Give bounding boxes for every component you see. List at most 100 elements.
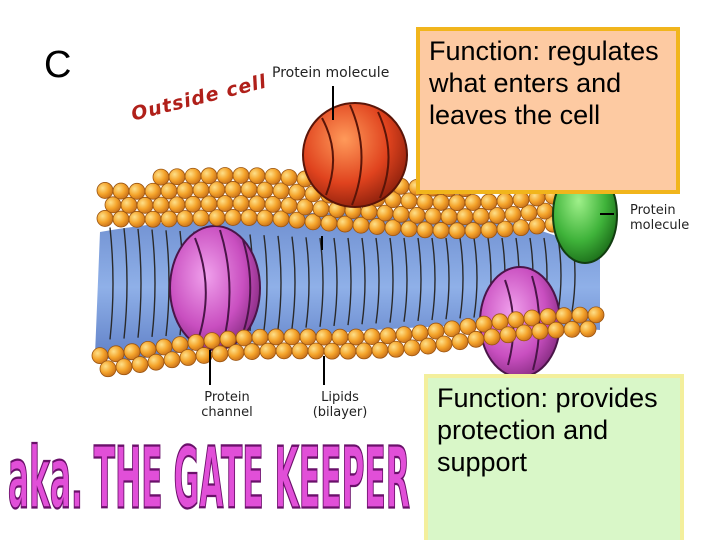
lipid-tail (333, 237, 338, 327)
lipid-head (571, 306, 589, 324)
function-box-protection: Function: provides protection and suppor… (424, 374, 684, 540)
lipid-head (131, 356, 149, 373)
protein-molecule-label-right: Protein molecule (630, 203, 690, 233)
lipid-head (136, 196, 154, 214)
protein-channel-label: Protein channel (201, 390, 253, 420)
lipid-head (280, 169, 298, 186)
gatekeeper-wordart: aka. THE GATE KEEPER (7, 428, 411, 529)
lipid-head (531, 322, 549, 340)
lipid-head (499, 326, 517, 344)
lipid-head (251, 328, 269, 346)
lipid-head (456, 208, 474, 226)
lipid-head (128, 182, 146, 200)
lipid-head (480, 193, 498, 211)
lipid-head (112, 210, 130, 228)
lipid-tail (109, 227, 114, 340)
lipid-head (587, 306, 605, 324)
lipid-head (515, 324, 533, 342)
lipid-head (208, 209, 226, 227)
lipid-head (307, 342, 325, 360)
lipid-head (472, 207, 490, 225)
lipid-head (179, 349, 197, 366)
lipid-head (216, 167, 234, 184)
lipid-head (160, 182, 178, 200)
lipids-bilayer-label: Lipids (bilayer) (312, 390, 368, 420)
lipid-head (299, 328, 317, 346)
lipid-head (96, 182, 114, 199)
lipid-head (267, 328, 285, 346)
lipid-head (232, 195, 250, 212)
lipid-head (291, 342, 309, 360)
lipid-head (555, 307, 573, 325)
lipid-head (216, 195, 234, 212)
lipid-head (547, 321, 565, 339)
lipid-head (448, 222, 466, 240)
lipid-head (331, 328, 349, 346)
lipid-head (323, 342, 341, 360)
lipid-head (355, 342, 373, 360)
lipid-head (160, 210, 178, 228)
lipid-head (128, 210, 146, 228)
lipid-tail (361, 237, 366, 325)
lipid-head (176, 182, 194, 199)
lipid-head (315, 328, 333, 346)
lipid-head (347, 328, 365, 346)
lipid-head (200, 195, 218, 213)
lipid-head (248, 167, 266, 185)
lipid-head (464, 194, 482, 211)
lipid-head (424, 207, 442, 225)
lipid-head (440, 208, 458, 226)
lipid-head (115, 358, 133, 376)
lipid-head (563, 320, 581, 338)
lipid-tail (473, 237, 478, 318)
lipid-tail (375, 237, 380, 324)
lipid-head (435, 335, 453, 353)
lipid-head (208, 181, 226, 199)
lipid-head (432, 222, 450, 239)
lipid-head (248, 195, 266, 213)
lipid-tail (445, 237, 450, 320)
lipid-head (464, 222, 482, 239)
lipid-tail (305, 237, 310, 328)
lipid-head (403, 339, 421, 357)
lipid-tail (291, 236, 296, 329)
lipid-head (104, 196, 122, 214)
lipid-head (467, 330, 485, 348)
lipid-head (163, 351, 181, 369)
lipid-head (227, 344, 245, 361)
lipid-tail (459, 237, 464, 319)
lipid-head (496, 192, 514, 210)
lipid-tail (151, 229, 156, 337)
lipid-head (240, 181, 258, 198)
lipid-head (152, 168, 170, 186)
lipid-head (387, 340, 405, 358)
lipid-head (192, 209, 210, 227)
lipid-head (232, 167, 250, 184)
lipid-head (240, 209, 258, 226)
lipid-tail (123, 228, 128, 339)
lipid-head (371, 341, 389, 359)
lipid-tail (277, 235, 282, 330)
lipid-head (144, 210, 162, 228)
lipid-head (339, 342, 357, 360)
lipid-head (192, 181, 210, 199)
lipid-head (184, 195, 202, 213)
protein-molecule-label-top: Protein molecule (272, 65, 390, 81)
lipid-head (243, 343, 261, 360)
lipid-head (432, 194, 450, 211)
lipid-head (120, 196, 138, 214)
lipid-head (480, 221, 498, 239)
lipid-head (147, 353, 165, 371)
protein-molecule-red (302, 102, 408, 208)
lipid-tail (165, 230, 170, 337)
lipid-head (275, 342, 293, 360)
lipid-tail (347, 237, 352, 326)
lipid-head (184, 167, 202, 185)
function-box-regulates: Function: regulates what enters and leav… (416, 27, 680, 194)
lipid-head (259, 342, 277, 360)
lipid-head (264, 167, 282, 185)
slide-title: C (44, 44, 72, 86)
lipid-head (483, 328, 501, 346)
lipid-tail (431, 237, 436, 321)
